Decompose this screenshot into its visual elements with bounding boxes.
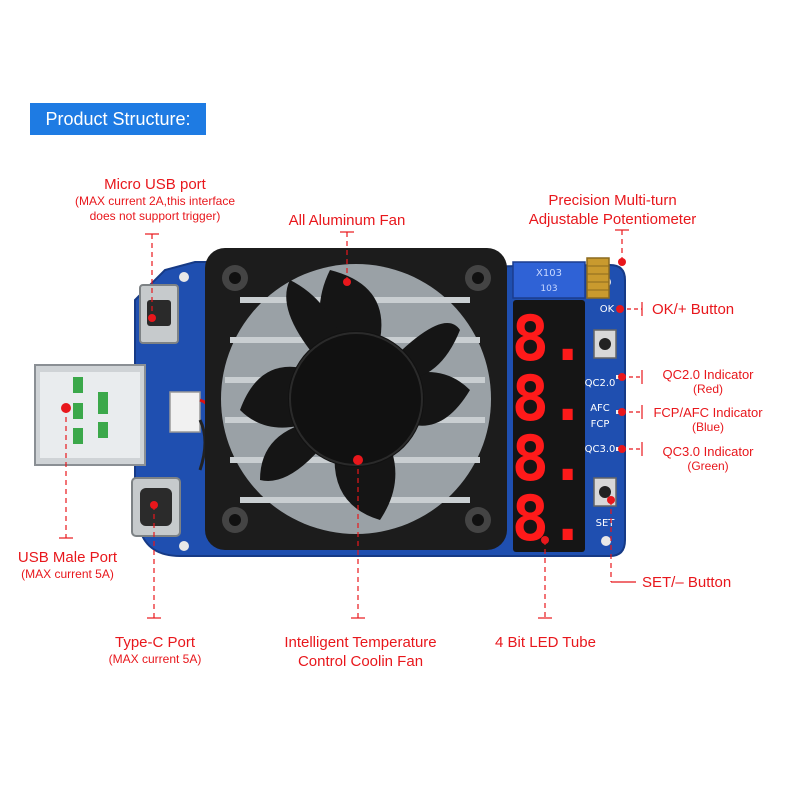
label-led-tube: 4 Bit LED Tube: [478, 633, 613, 652]
label-potentiometer-line2: Adjustable Potentiometer: [528, 211, 697, 228]
label-usb-male-title: USB Male Port: [17, 549, 118, 566]
label-ok-button-title: OK/+ Button: [652, 301, 735, 318]
label-potentiometer-line1: Precision Multi-turn: [548, 192, 677, 209]
label-qc3-sub: (Green): [687, 459, 729, 473]
cooling-fan-icon: [205, 248, 507, 550]
label-usb-male: USB Male Port (MAX current 5A): [0, 548, 135, 582]
label-qc3: QC3.0 Indicator (Green): [648, 444, 768, 474]
section-header: Product Structure:: [30, 103, 206, 135]
label-potentiometer: Precision Multi-turn Adjustable Potentio…: [505, 191, 720, 229]
label-type-c-sub: (MAX current 5A): [108, 652, 202, 666]
label-set-button: SET/– Button: [642, 573, 731, 592]
label-micro-usb-sub2: does not support trigger): [89, 209, 221, 223]
micro-usb-port-icon: [139, 284, 179, 344]
label-fan-bottom-line2: Control Coolin Fan: [297, 653, 424, 670]
label-fcp-sub: (Blue): [691, 420, 724, 434]
pot-marking: X103: [536, 268, 562, 279]
led-digit-3: 8.: [512, 422, 587, 495]
potentiometer-icon: X103 103: [512, 257, 610, 299]
silk-set: SET: [596, 518, 616, 529]
label-type-c: Type-C Port (MAX current 5A): [85, 633, 225, 667]
label-qc3-title: QC3.0 Indicator: [662, 444, 754, 459]
silk-qc3: QC3.0: [585, 444, 616, 455]
label-led-tube-title: 4 Bit LED Tube: [495, 634, 596, 651]
label-fan-bottom: Intelligent Temperature Control Coolin F…: [258, 633, 463, 671]
led-digit-1: 8.: [512, 302, 587, 375]
label-micro-usb: Micro USB port (MAX current 2A,this inte…: [60, 175, 250, 224]
led-digit-4: 8.: [512, 482, 587, 555]
fan-connector: [169, 391, 201, 433]
label-qc2: QC2.0 Indicator (Red): [648, 367, 768, 397]
led-display-icon: 8. 8. 8. 8.: [512, 300, 587, 555]
led-digit-2: 8.: [512, 362, 587, 435]
label-qc2-sub: (Red): [692, 382, 723, 396]
label-fan-bottom-line1: Intelligent Temperature: [284, 634, 437, 651]
label-fcp-title: FCP/AFC Indicator: [653, 405, 763, 420]
label-micro-usb-sub1: (MAX current 2A,this interface: [74, 194, 236, 208]
silk-afc: AFC: [590, 403, 610, 414]
silk-qc2: QC2.0: [585, 378, 616, 389]
label-set-button-title: SET/– Button: [642, 574, 732, 591]
leader-lines: [59, 229, 643, 619]
leader-dots: [61, 258, 626, 544]
label-qc2-title: QC2.0 Indicator: [662, 367, 754, 382]
push-button-icon: [593, 329, 617, 359]
mount-hole: [179, 541, 189, 551]
label-fan-top-title: All Aluminum Fan: [288, 212, 406, 229]
pot-marking-2: 103: [540, 284, 557, 294]
usb-male-connector-icon: [34, 364, 146, 466]
silk-fcp: FCP: [591, 419, 610, 430]
label-type-c-title: Type-C Port: [114, 634, 196, 651]
mount-hole: [179, 272, 189, 282]
silk-ok: OK: [600, 304, 615, 315]
label-fan-top: All Aluminum Fan: [262, 211, 432, 230]
mount-hole: [601, 536, 611, 546]
label-ok-button: OK/+ Button: [652, 300, 734, 319]
label-micro-usb-title: Micro USB port: [104, 176, 206, 193]
label-usb-male-sub: (MAX current 5A): [21, 567, 114, 581]
label-fcp: FCP/AFC Indicator (Blue): [648, 405, 768, 435]
